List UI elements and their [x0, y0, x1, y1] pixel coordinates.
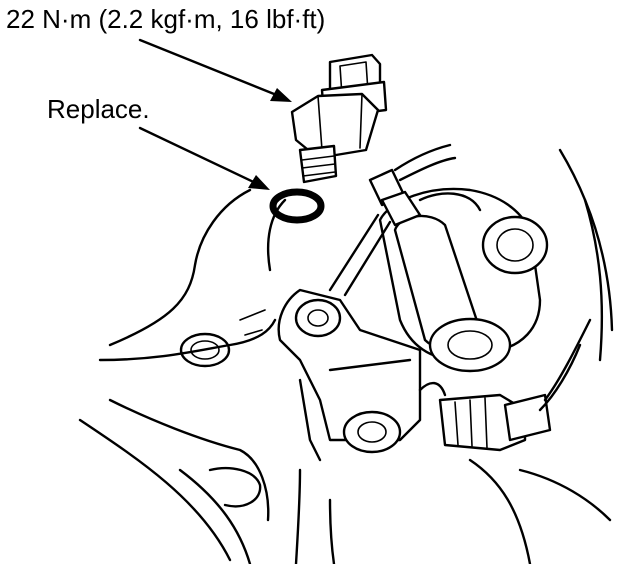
solenoid-body — [378, 187, 549, 373]
o-ring — [269, 188, 325, 224]
torque-leader-arrow — [138, 38, 292, 102]
wire-connector-right — [418, 318, 592, 452]
wire-harness-left — [328, 143, 457, 297]
mounting-bracket — [239, 288, 422, 462]
replace-label: Replace. — [47, 94, 150, 124]
replace-leader-arrow — [138, 126, 270, 190]
transmission-housing — [78, 148, 614, 564]
torque-spec-label: 22 N·m (2.2 kgf·m, 16 lbf·ft) — [6, 4, 326, 34]
pressure-switch — [290, 53, 388, 184]
